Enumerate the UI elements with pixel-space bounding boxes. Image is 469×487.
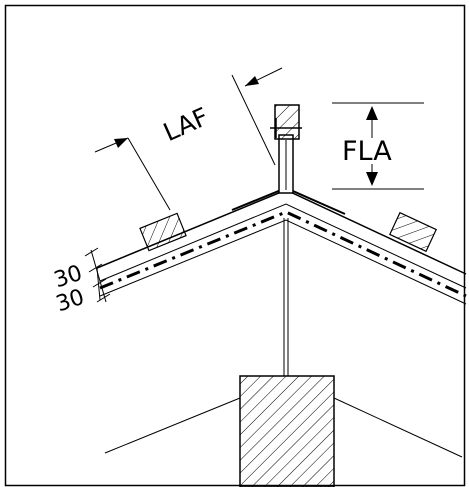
- roof-underside-line: [99, 219, 467, 305]
- roof-membrane-dashes: [99, 210, 467, 298]
- batten-right: [389, 211, 437, 253]
- drawing-frame: [4, 4, 466, 487]
- thickness-tick-1: [84, 247, 99, 257]
- thickness-tick-3: [92, 278, 107, 288]
- laf-extension-line-left: [127, 137, 171, 211]
- fla-label: FLA: [342, 136, 392, 167]
- laf-arrowhead-left: [114, 138, 128, 148]
- fla-arrowhead-top: [366, 106, 378, 120]
- laf-extension-line-right: [231, 74, 276, 166]
- batten-left: [139, 212, 187, 252]
- thickness-tick-4: [96, 293, 111, 303]
- thickness-dim-line: [90, 249, 107, 303]
- thickness-tick-2: [88, 263, 103, 273]
- laf-arrowhead-right: [245, 76, 259, 86]
- lower-roof-outline-right: [333, 397, 463, 458]
- roof-board-line: [99, 203, 467, 289]
- chimney: [239, 375, 335, 487]
- laf-label: LAF: [159, 102, 213, 147]
- lower-roof-outline: [104, 397, 241, 454]
- ridge-beam: [274, 104, 300, 140]
- fla-arrowhead-bottom: [366, 172, 378, 186]
